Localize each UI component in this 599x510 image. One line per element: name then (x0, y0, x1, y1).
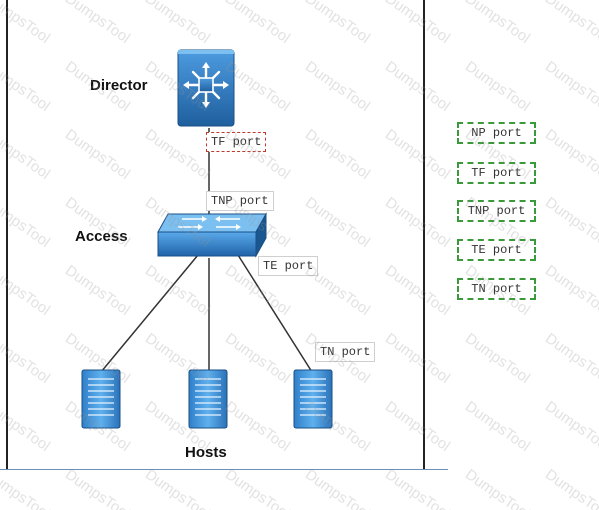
director-label: Director (90, 77, 148, 94)
option-tn-port[interactable]: TN port (457, 278, 536, 300)
access-switch-icon (157, 212, 267, 258)
director-switch-icon (177, 49, 235, 127)
server-host-icon (293, 369, 333, 429)
link-access-host-1 (100, 254, 199, 373)
bottom-divider (0, 469, 448, 470)
hosts-label: Hosts (185, 444, 227, 461)
drop-slot-tn-port[interactable]: TN port (315, 342, 376, 362)
diagram-frame (6, 0, 425, 469)
server-host-icon (81, 369, 121, 429)
option-te-port[interactable]: TE port (457, 239, 536, 261)
drop-slot-tnp-port[interactable]: TNP port (206, 191, 274, 211)
server-host-icon (188, 369, 228, 429)
option-tf-port[interactable]: TF port (457, 162, 536, 184)
drop-slot-tf-port[interactable]: TF port (206, 132, 267, 152)
option-np-port[interactable]: NP port (457, 122, 536, 144)
link-access-host-3 (237, 254, 313, 373)
drop-slot-te-port[interactable]: TE port (258, 256, 319, 276)
option-tnp-port[interactable]: TNP port (457, 200, 536, 222)
access-label: Access (75, 228, 128, 245)
